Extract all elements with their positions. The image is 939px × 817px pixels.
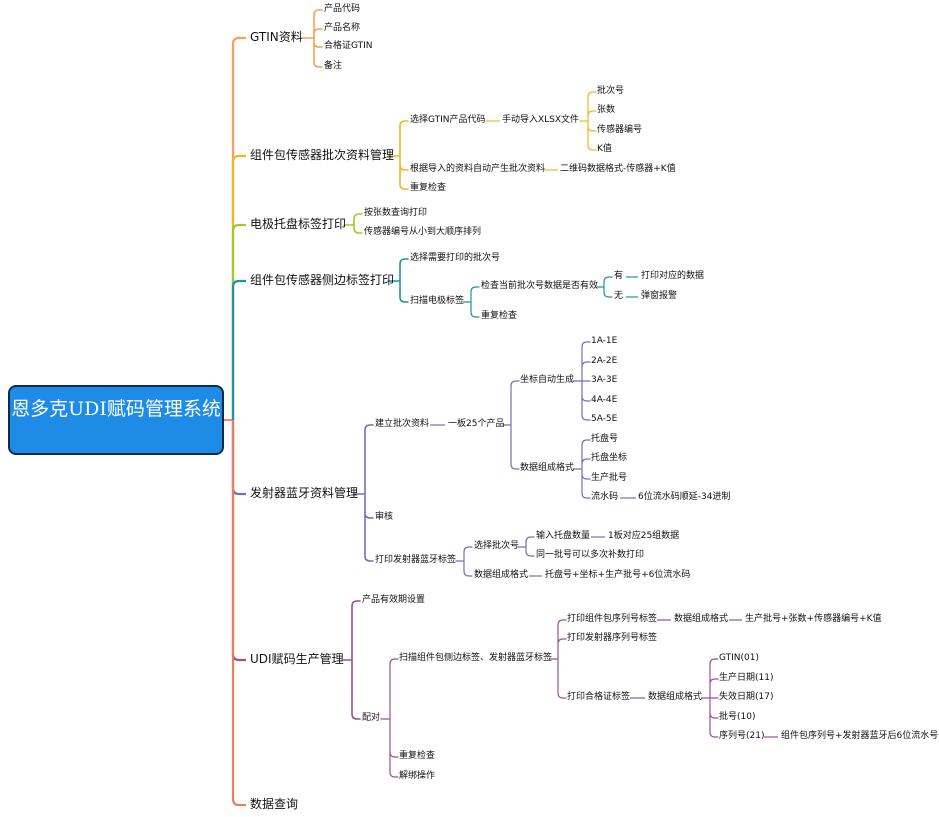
batch-qr-format[interactable]: 二维码数据格式-传感器+K值 xyxy=(560,164,676,174)
ble-coord-5[interactable]: 5A-5E xyxy=(591,414,618,424)
ble-coord-3[interactable]: 3A-3E xyxy=(591,375,618,385)
udi-cert-format[interactable]: 数据组成格式 xyxy=(648,692,703,702)
udi-scan-bracket xyxy=(549,619,567,699)
gtin-product-name[interactable]: 产品名称 xyxy=(324,23,361,33)
udi-pair-bracket xyxy=(380,658,399,778)
batch-import-bracket xyxy=(579,91,597,151)
gtin-cert-gtin[interactable]: 合格证GTIN xyxy=(324,41,373,51)
side-yes[interactable]: 有 xyxy=(614,271,624,281)
gtin-remark[interactable]: 备注 xyxy=(324,61,343,71)
batch-bracket xyxy=(387,120,409,190)
trunk-branch-0 xyxy=(231,36,246,420)
ble-25-per-board[interactable]: 一板25个产品 xyxy=(448,419,505,429)
root-node[interactable]: 恩多克UDI赋码管理系统 xyxy=(8,385,224,455)
ble-25-data-per-board[interactable]: 1板对应25组数据 xyxy=(608,531,680,541)
batch-recheck[interactable]: 重复检查 xyxy=(410,183,447,193)
udi-recheck[interactable]: 重复检查 xyxy=(399,751,436,761)
branch-side-label[interactable]: 组件包传感器侧边标签打印 xyxy=(250,273,395,287)
udi-cert-batch[interactable]: 批号(10) xyxy=(719,712,756,722)
ble-format-tray-no[interactable]: 托盘号 xyxy=(591,434,619,444)
side-yes-print[interactable]: 打印对应的数据 xyxy=(641,271,705,281)
tray-bracket xyxy=(343,213,363,234)
side-select-batch[interactable]: 选择需要打印的批次号 xyxy=(410,253,501,263)
ble-print-label[interactable]: 打印发射器蓝牙标签 xyxy=(375,555,457,565)
batch-field-k-value[interactable]: K值 xyxy=(597,144,612,154)
udi-serial-value[interactable]: 组件包序列号+发射器蓝牙后6位流水号 xyxy=(781,731,939,741)
ble-coord-4[interactable]: 4A-4E xyxy=(591,395,618,405)
gtin-bracket xyxy=(301,9,323,68)
batch-field-sheets[interactable]: 张数 xyxy=(597,105,616,115)
ble-data-format[interactable]: 数据组成格式 xyxy=(520,463,575,473)
udi-cert-gtin[interactable]: GTIN(01) xyxy=(719,653,760,663)
udi-print-cert[interactable]: 打印合格证标签 xyxy=(567,692,631,702)
udi-cert-serial[interactable]: 序列号(21) xyxy=(719,731,765,741)
udi-cert-prod-date[interactable]: 生产日期(11) xyxy=(719,673,774,683)
trunk-branch-5 xyxy=(231,420,246,662)
ble-coord-1[interactable]: 1A-1E xyxy=(591,336,618,346)
side-check-valid[interactable]: 检查当前批次号数据是否有效 xyxy=(481,281,599,291)
gtin-product-code[interactable]: 产品代码 xyxy=(324,4,361,14)
udi-print-pkg-serial[interactable]: 打印组件包序列号标签 xyxy=(567,614,658,624)
side-scan-bracket xyxy=(462,286,480,318)
branch-gtin[interactable]: GTIN资料 xyxy=(250,30,303,44)
ble-coord-2[interactable]: 2A-2E xyxy=(591,356,618,366)
ble-print-format-value[interactable]: 托盘号+坐标+生产批号+6位流水码 xyxy=(545,570,691,580)
branch-ble[interactable]: 发射器蓝牙资料管理 xyxy=(250,486,359,500)
udi-print-tx-serial[interactable]: 打印发射器序列号标签 xyxy=(567,633,658,643)
ble-board-bracket xyxy=(502,380,520,470)
ble-select-batch[interactable]: 选择批次号 xyxy=(474,541,520,551)
batch-select-gtin[interactable]: 选择GTIN产品代码 xyxy=(410,115,486,125)
udi-pair[interactable]: 配对 xyxy=(362,713,381,723)
ble-coord-auto[interactable]: 坐标自动生成 xyxy=(520,375,575,385)
side-no-alarm[interactable]: 弹窗报警 xyxy=(641,291,678,301)
trunk-branch-2 xyxy=(231,223,246,420)
ble-print-bracket xyxy=(455,546,473,577)
side-no[interactable]: 无 xyxy=(614,291,624,301)
ble-format-bracket xyxy=(572,439,591,499)
batch-import-xlsx[interactable]: 手动导入XLSX文件 xyxy=(502,115,580,125)
tray-sort-sensor-no[interactable]: 传感器编号从小到大顺序排列 xyxy=(364,227,482,237)
trunk-branch-1 xyxy=(231,154,246,420)
ble-format-serial[interactable]: 流水码 xyxy=(591,492,619,502)
branch-udi[interactable]: UDI赋码生产管理 xyxy=(250,652,344,666)
side-scan-electrode[interactable]: 扫描电极标签 xyxy=(410,296,465,306)
batch-field-sensor-no[interactable]: 传感器编号 xyxy=(597,125,643,135)
ble-serial-note[interactable]: 6位流水码顺延-34进制 xyxy=(638,492,731,502)
batch-field-batch-no[interactable]: 批次号 xyxy=(597,86,625,96)
branch-data-query[interactable]: 数据查询 xyxy=(250,797,299,811)
ble-format-batch[interactable]: 生产批号 xyxy=(591,473,628,483)
ble-reprint[interactable]: 同一批号可以多次补数打印 xyxy=(536,550,645,560)
ble-create-batch[interactable]: 建立批次资料 xyxy=(375,419,430,429)
udi-cert-exp-date[interactable]: 失效日期(17) xyxy=(719,692,774,702)
udi-pkg-format-value[interactable]: 生产批号+张数+传感器编号+K值 xyxy=(745,614,882,624)
ble-print-format[interactable]: 数据组成格式 xyxy=(474,570,529,580)
branch-batch[interactable]: 组件包传感器批次资料管理 xyxy=(250,148,395,162)
ble-bracket xyxy=(354,424,374,562)
side-recheck[interactable]: 重复检查 xyxy=(481,311,518,321)
ble-select-bracket xyxy=(517,536,535,557)
udi-expiry-setting[interactable]: 产品有效期设置 xyxy=(362,595,426,605)
side-bracket xyxy=(387,258,409,303)
side-check-bracket xyxy=(596,276,613,298)
udi-scan-labels[interactable]: 扫描组件包侧边标签、发射器蓝牙标签 xyxy=(399,653,553,663)
udi-pkg-format[interactable]: 数据组成格式 xyxy=(674,614,729,624)
batch-auto-generate[interactable]: 根据导入的资料自动产生批次资料 xyxy=(410,164,546,174)
ble-coord-bracket xyxy=(572,341,591,421)
udi-cert-bracket xyxy=(701,658,719,738)
trunk-branch-6 xyxy=(231,420,246,807)
ble-review[interactable]: 审核 xyxy=(375,512,394,522)
branch-tray-print[interactable]: 电极托盘标签打印 xyxy=(250,217,347,231)
tray-print-by-sheets[interactable]: 按张数查询打印 xyxy=(364,208,428,218)
trunk-branch-4 xyxy=(231,420,246,496)
ble-format-tray-coord[interactable]: 托盘坐标 xyxy=(591,453,628,463)
trunk-branch-3 xyxy=(231,279,246,420)
udi-unbind[interactable]: 解绑操作 xyxy=(399,771,436,781)
udi-bracket xyxy=(341,600,361,720)
ble-input-tray-count[interactable]: 输入托盘数量 xyxy=(536,531,591,541)
